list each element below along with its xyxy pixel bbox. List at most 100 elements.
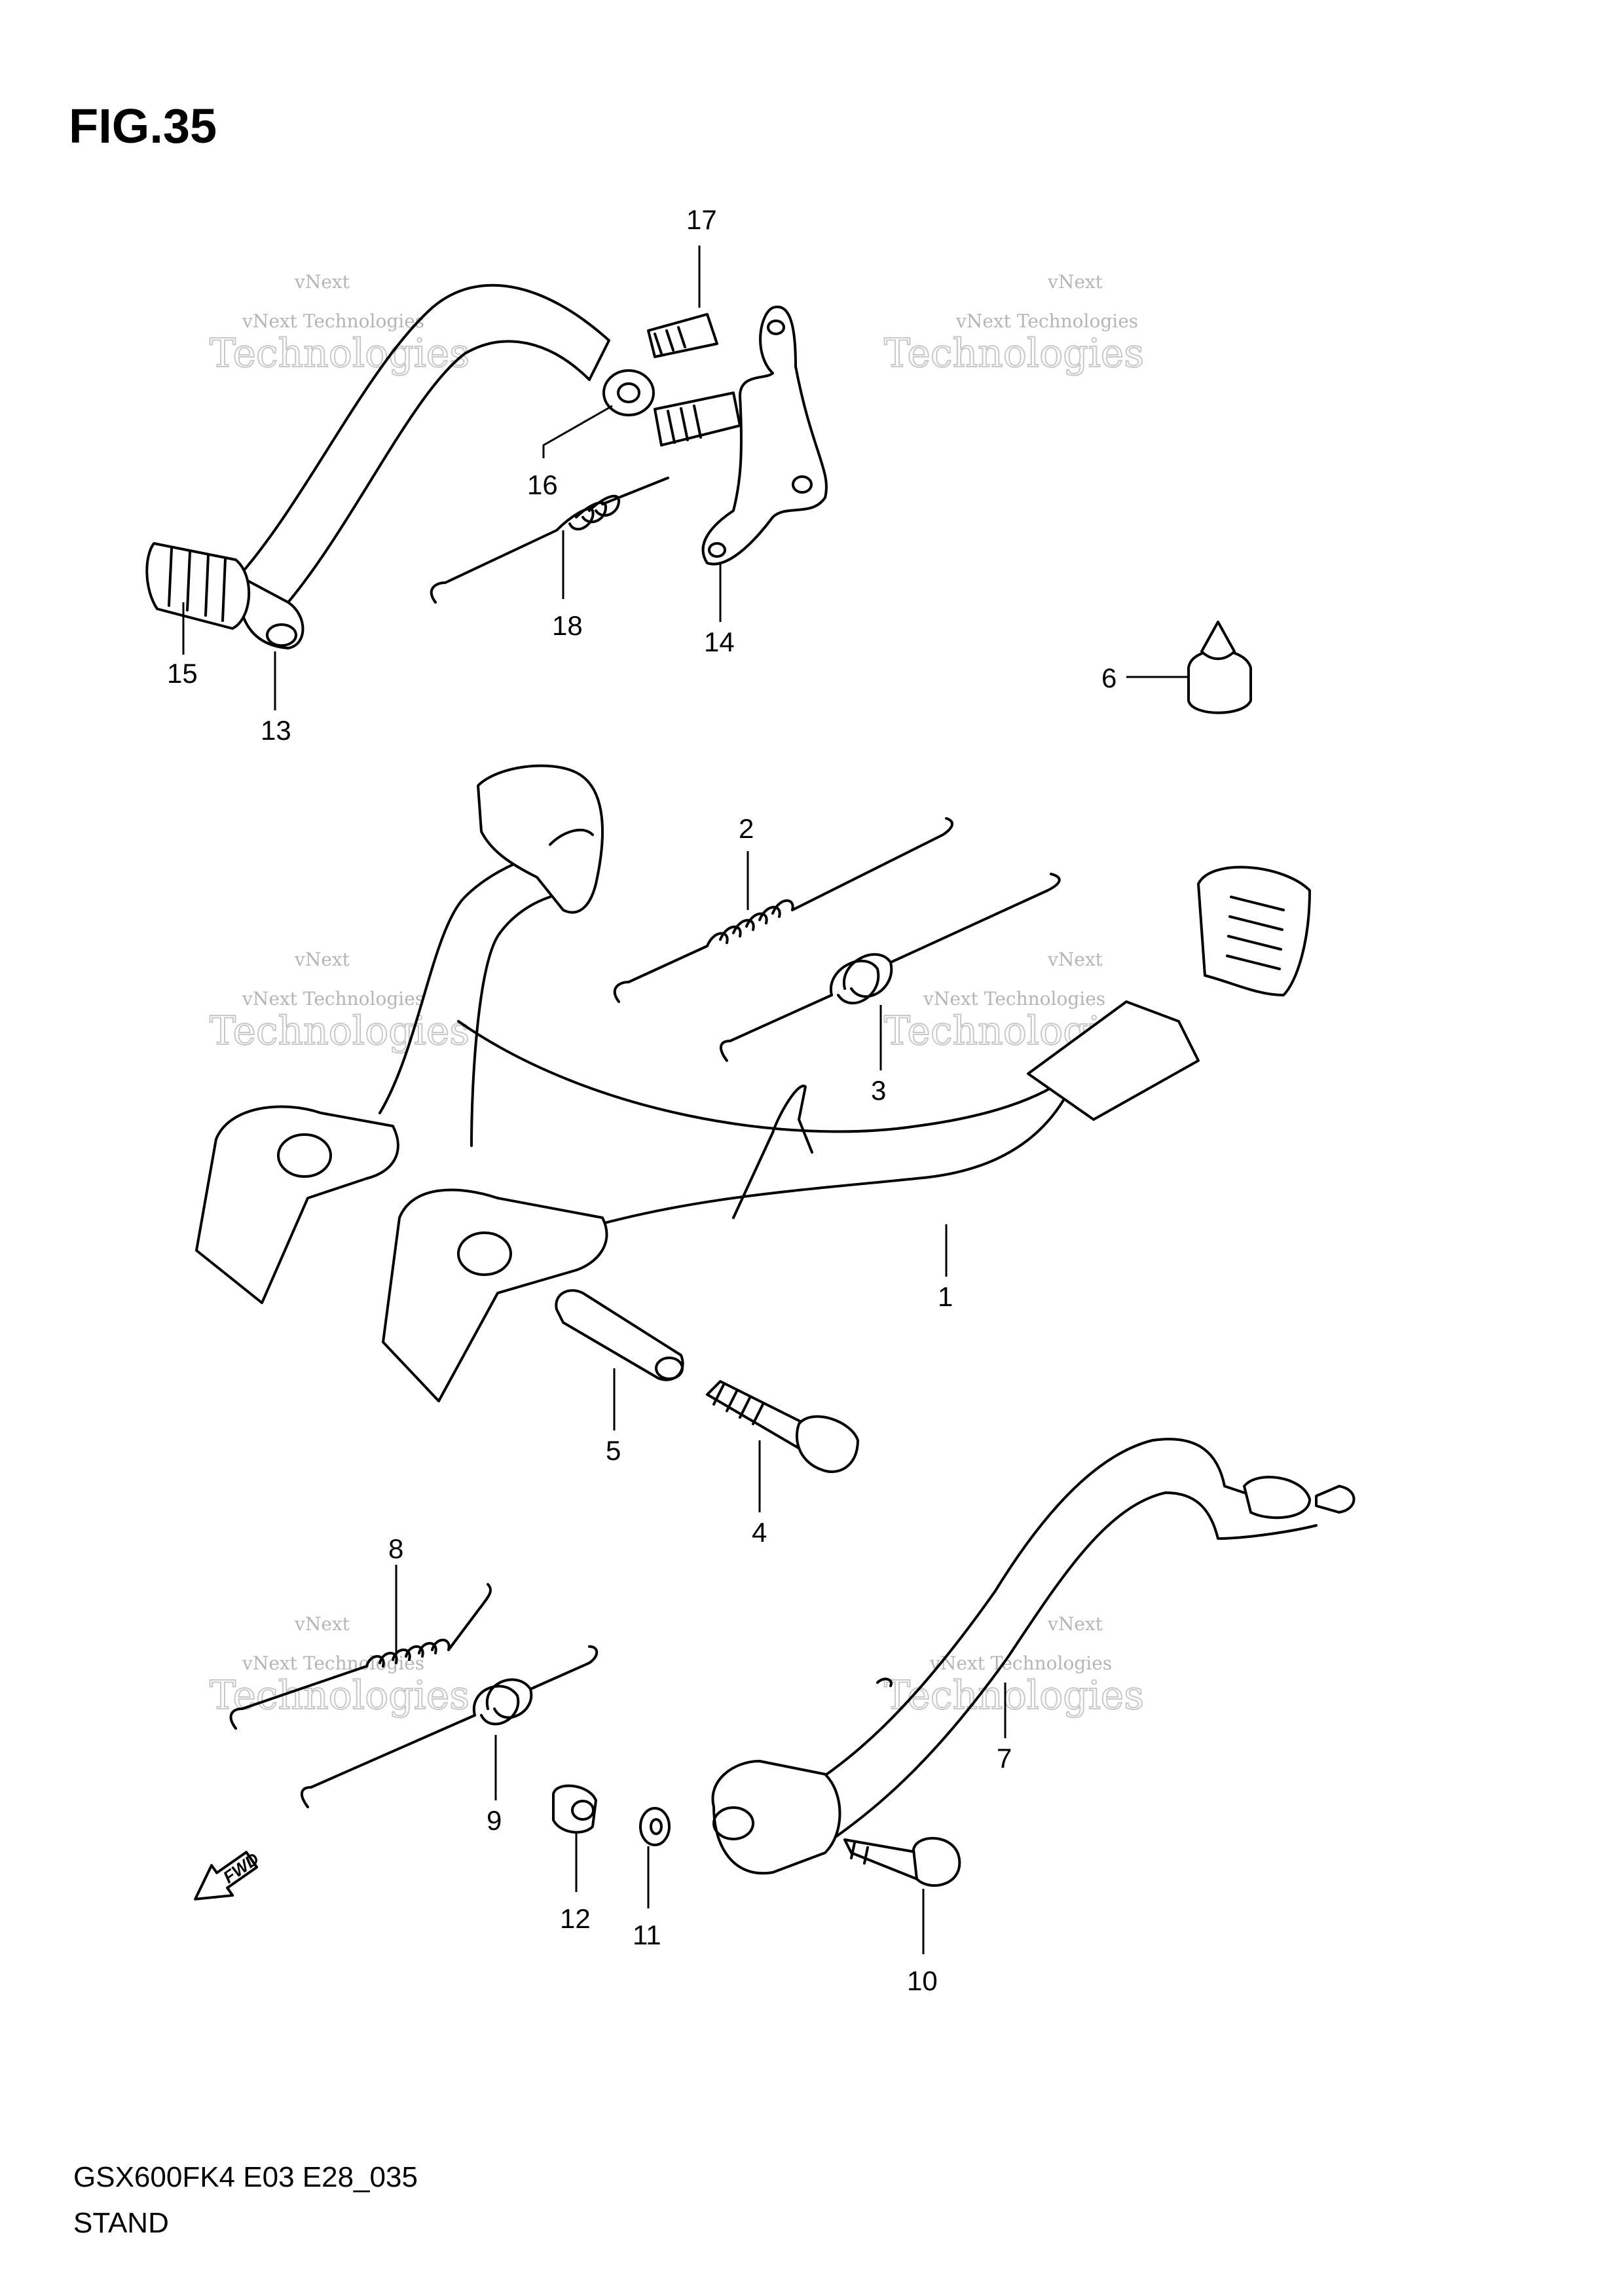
watermark-big-text: Technologies <box>884 331 1144 376</box>
watermark: vNext vNext Technologies Technologies <box>883 1613 1145 1719</box>
watermark-big-text: Technologies <box>884 1673 1144 1719</box>
leader-16 <box>542 405 613 458</box>
watermark-small-text: vNext Technologies <box>955 310 1138 332</box>
stand-right-foot <box>382 1188 608 1402</box>
watermark-big-text: Technologies <box>210 1673 470 1719</box>
callout-5: 5 <box>606 1435 621 1466</box>
watermark: vNext vNext Technologies Technologies <box>883 271 1145 377</box>
washer-11 <box>639 1807 671 1846</box>
callout-14: 14 <box>704 627 735 657</box>
stand-pin-and-bolt <box>555 1289 859 1473</box>
watermark-brand-line1: vNext <box>294 271 350 293</box>
callout-9: 9 <box>487 1805 502 1836</box>
spring-2 <box>613 817 953 1003</box>
stand-left-foot <box>195 1105 399 1304</box>
spring-3 <box>720 873 1061 1062</box>
pedal-pivot-hole <box>266 623 297 647</box>
side-stand-hook <box>876 1677 893 1687</box>
stopper-tip <box>1200 621 1236 661</box>
pad-ridges <box>168 547 227 622</box>
side-stand-hardware <box>552 1784 961 1887</box>
washer-16-hole <box>617 382 640 403</box>
watermark-small-text: vNext Technologies <box>242 988 424 1010</box>
callout-11: 11 <box>633 1920 661 1950</box>
callout-12: 12 <box>560 1903 591 1934</box>
side-stand-pivot-block <box>711 1760 841 1875</box>
side-stand-springs <box>229 1583 599 1808</box>
watermark-small-text: vNext Technologies <box>923 988 1105 1010</box>
watermark-brand-line1: vNext <box>294 949 350 970</box>
figure-title: FIG.35 <box>69 99 217 153</box>
section-name: STAND <box>73 2207 169 2239</box>
spring-8 <box>229 1583 492 1730</box>
fwd-arrow-shape <box>194 1851 259 1901</box>
callout-6: 6 <box>1101 663 1116 693</box>
watermark-layer: vNext vNext Technologies Technologies vN… <box>209 271 1145 1719</box>
stand-lever-arm <box>1027 1000 1200 1121</box>
stand-rear-arm <box>378 856 551 1147</box>
stand-spring-tab <box>732 1084 813 1219</box>
callout-17: 17 <box>686 204 717 235</box>
side-stand-foot-end <box>1243 1476 1311 1520</box>
return-spring-18 <box>430 477 669 604</box>
watermark-small-text: vNext Technologies <box>929 1652 1112 1674</box>
watermark: vNext vNext Technologies Technologies <box>209 1613 470 1719</box>
callout-7: 7 <box>997 1743 1012 1774</box>
stand-lever-pedal <box>1197 866 1311 996</box>
stand-springs <box>613 817 1061 1062</box>
watermark: vNext vNext Technologies Technologies <box>209 271 470 377</box>
forward-arrow: FWD <box>194 1849 263 1901</box>
callout-15: 15 <box>167 658 198 689</box>
model-code: GSX600FK4 E03 E28_035 <box>73 2161 418 2193</box>
watermark-big-text: Technologies <box>210 1008 470 1054</box>
bracket-hole-right <box>792 475 813 494</box>
lever-pedal-ridges <box>1226 896 1285 970</box>
callout-2: 2 <box>739 813 754 844</box>
watermark-brand-line1: vNext <box>1047 1613 1103 1635</box>
pad-edge <box>549 828 594 846</box>
washer-16 <box>602 369 655 416</box>
callout-3: 3 <box>871 1075 886 1106</box>
spring-9 <box>301 1645 599 1808</box>
bolt-10-threads <box>850 1842 869 1865</box>
callout-10: 10 <box>907 1965 938 1996</box>
callout-labels: 17 16 18 14 15 13 6 2 3 1 5 4 8 9 7 12 1… <box>167 204 1116 1996</box>
watermark-brand-line1: vNext <box>294 1613 350 1635</box>
rubber-stopper <box>1187 621 1252 714</box>
bolt-10-shank <box>843 1838 921 1880</box>
right-foot-bore <box>457 1231 512 1276</box>
nut-12-hole <box>571 1800 595 1821</box>
left-foot-bore <box>277 1133 332 1178</box>
shaft-splines <box>667 405 702 444</box>
callout-1: 1 <box>938 1281 953 1312</box>
stand-top-pad <box>477 764 604 914</box>
pin-5-end <box>655 1357 684 1380</box>
bolt-4-head <box>795 1415 859 1473</box>
callout-13: 13 <box>261 715 291 746</box>
brake-pedal-assembly <box>145 283 828 649</box>
side-stand-leg <box>771 1438 1318 1854</box>
callout-4: 4 <box>752 1517 767 1548</box>
watermark-big-text: Technologies <box>210 331 470 376</box>
bolt-4-threads <box>712 1383 764 1425</box>
center-stand <box>195 764 1311 1402</box>
bracket-hole-bottom <box>708 542 726 558</box>
callout-18: 18 <box>552 610 583 641</box>
side-stand-tip <box>1315 1485 1356 1514</box>
washer-11-hole <box>650 1818 663 1835</box>
brake-pedal-pad <box>145 542 250 630</box>
bracket-hole-top <box>767 319 785 335</box>
side-stand-bore <box>712 1806 754 1840</box>
bolt-17-threads <box>654 326 686 355</box>
pivot-pin-5 <box>555 1289 684 1381</box>
nut-12 <box>552 1784 597 1834</box>
watermark-small-text: vNext Technologies <box>242 310 424 332</box>
side-stand <box>711 1438 1356 1875</box>
watermark: vNext vNext Technologies Technologies <box>209 949 470 1055</box>
callout-8: 8 <box>388 1533 403 1564</box>
brake-pedal-arm <box>238 283 610 604</box>
pedal-bracket <box>701 305 828 566</box>
bolt-10-head <box>912 1836 961 1887</box>
leader-lines <box>182 246 1189 1954</box>
